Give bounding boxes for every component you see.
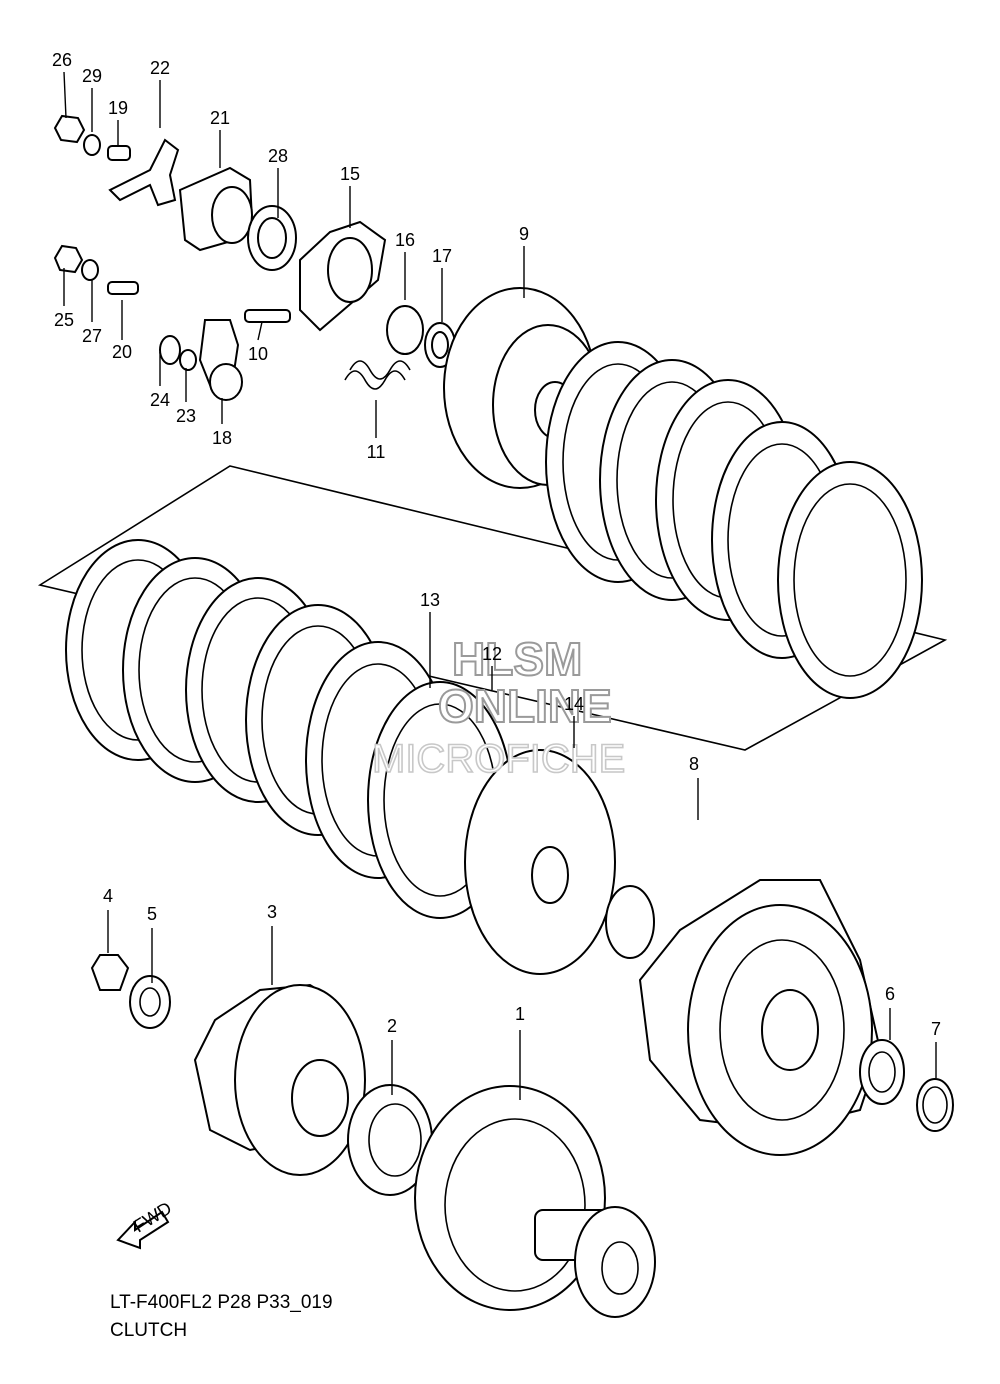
- part-number-16: 16: [395, 230, 415, 250]
- part-number-25: 25: [54, 310, 74, 330]
- part-number-2: 2: [387, 1016, 397, 1036]
- part-number-22: 22: [150, 58, 170, 78]
- part-number-21: 21: [210, 108, 230, 128]
- primary-driven-gear: [414, 1085, 656, 1318]
- part-number-29: 29: [82, 66, 102, 86]
- watermark-line-1: HLSM: [452, 633, 582, 685]
- part-number-5: 5: [147, 904, 157, 924]
- part-number-27: 27: [82, 326, 102, 346]
- part-number-10: 10: [248, 344, 268, 364]
- part-number-8: 8: [689, 754, 699, 774]
- part-number-19: 19: [108, 98, 128, 118]
- part-number-26: 26: [52, 50, 72, 70]
- part-number-23: 23: [176, 406, 196, 426]
- part-number-14: 14: [564, 694, 584, 714]
- part-number-7: 7: [931, 1019, 941, 1039]
- watermark-line-3: MICROFICHE: [372, 737, 625, 781]
- part-group-release: [53, 114, 456, 401]
- watermark-line-2: ONLINE: [438, 680, 612, 732]
- part-number-28: 28: [268, 146, 288, 166]
- diagram-code: LT-F400FL2 P28 P33_019: [110, 1292, 333, 1313]
- part-number-3: 3: [267, 902, 277, 922]
- leader-line-10: [257, 321, 263, 341]
- upper-plate-stack: [545, 341, 923, 699]
- clutch-sleeve-hub: [464, 749, 616, 975]
- part-number-17: 17: [432, 246, 452, 266]
- part-number-6: 6: [885, 984, 895, 1004]
- part-group-bottom-left: [90, 954, 433, 1196]
- clutch-housing: [605, 879, 954, 1156]
- part-number-24: 24: [150, 390, 170, 410]
- part-number-11: 11: [367, 442, 386, 462]
- leader-line-26: [63, 71, 67, 119]
- part-callouts: 1234567891011121314151617181920212223242…: [52, 50, 941, 1100]
- diagram-name: CLUTCH: [110, 1320, 188, 1341]
- part-number-20: 20: [112, 342, 132, 362]
- part-number-1: 1: [515, 1004, 525, 1024]
- watermark: HLSM ONLINE MICROFICHE: [371, 632, 626, 782]
- part-number-18: 18: [212, 428, 232, 448]
- part-number-9: 9: [519, 224, 529, 244]
- lower-plate-stack: [65, 539, 513, 919]
- part-number-15: 15: [340, 164, 360, 184]
- fwd-arrow: FWD: [116, 1198, 175, 1250]
- part-number-12: 12: [482, 644, 502, 664]
- part-number-4: 4: [103, 886, 113, 906]
- part-number-13: 13: [420, 590, 440, 610]
